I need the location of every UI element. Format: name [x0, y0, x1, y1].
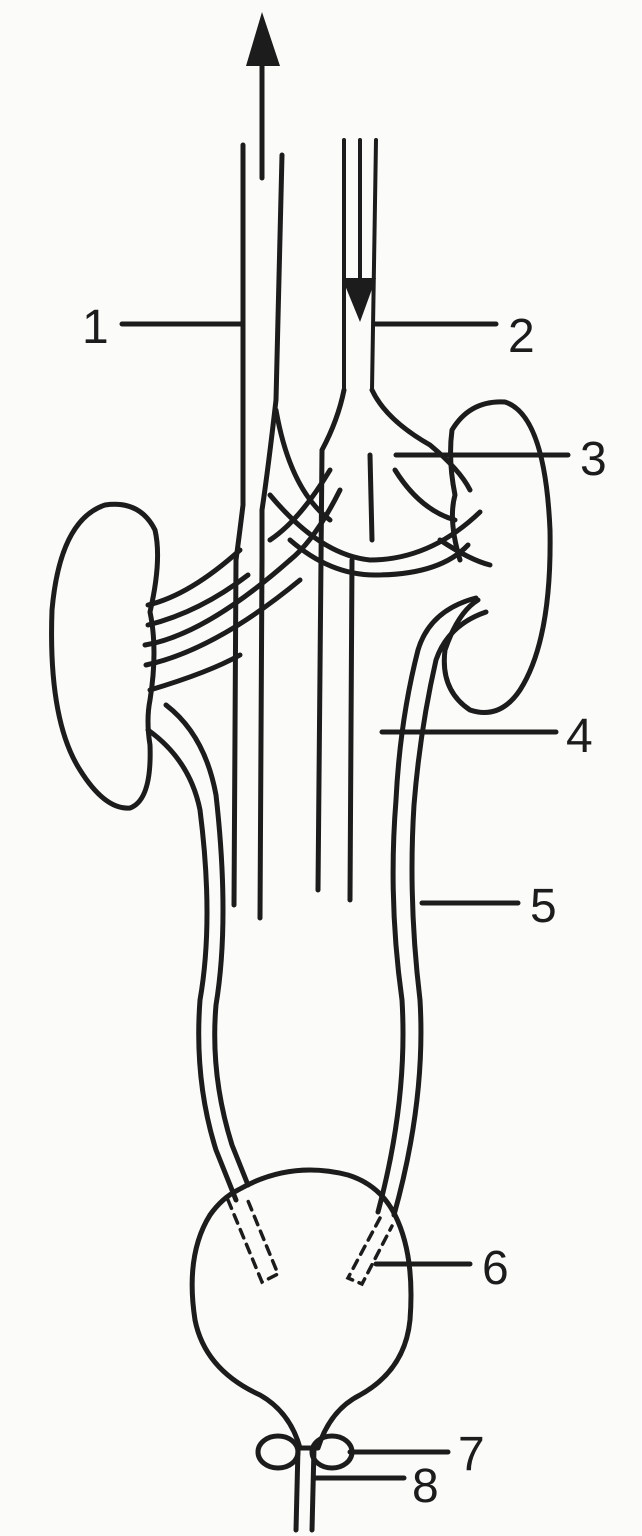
- label-7: 7: [458, 1428, 485, 1481]
- label-8: 8: [412, 1460, 439, 1513]
- label-1: 1: [82, 301, 109, 354]
- leader-lines: [119, 321, 571, 1481]
- label-3: 3: [580, 433, 607, 486]
- label-6: 6: [482, 1242, 509, 1295]
- urinary-bladder: [189, 1167, 414, 1451]
- urethra: [293, 1445, 317, 1533]
- right-ureter: [375, 595, 489, 1218]
- left-renal-vessels: [142, 547, 303, 693]
- left-kidney: [49, 501, 161, 811]
- label-5: 5: [530, 880, 557, 933]
- ureter-openings: [226, 1194, 394, 1287]
- renal-vessels: [267, 467, 493, 578]
- inflow-arrow: [342, 278, 376, 322]
- label-4: 4: [566, 710, 593, 763]
- left-ureter: [145, 702, 251, 1203]
- label-2: 2: [508, 310, 535, 363]
- dorsal-aorta: [315, 138, 473, 903]
- outflow-arrow: [246, 12, 280, 181]
- right-kidney: [441, 399, 553, 715]
- urethral-sphincter: [255, 1433, 355, 1471]
